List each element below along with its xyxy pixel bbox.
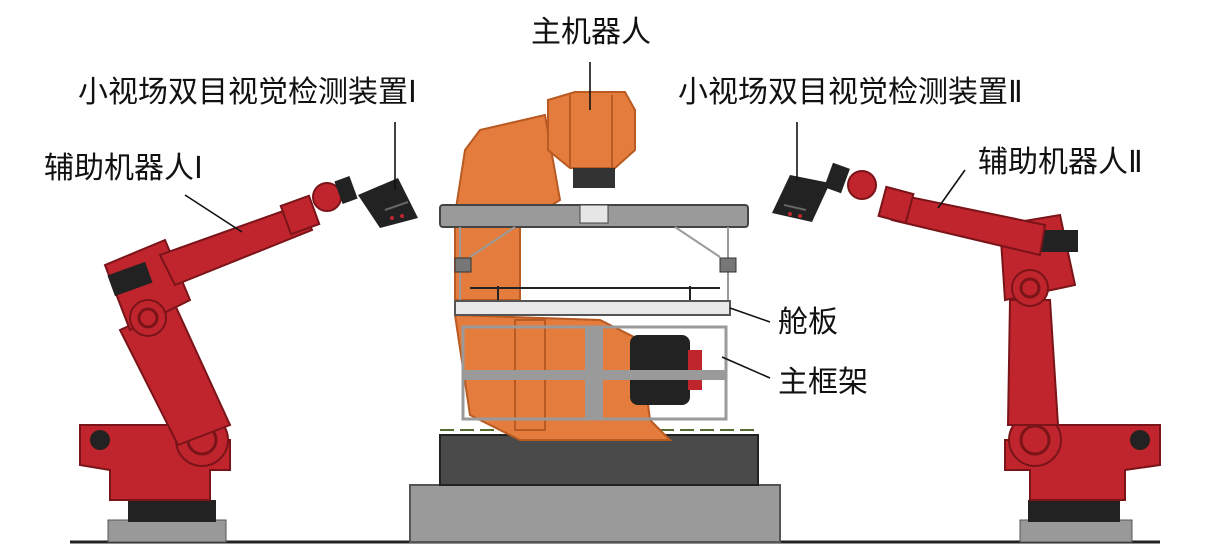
aux-robot-right-joint-2 bbox=[1011, 269, 1049, 307]
aux-robot-right-wrist bbox=[877, 185, 915, 225]
gripper-clamp-left bbox=[454, 257, 472, 273]
gripper-strut bbox=[469, 226, 516, 258]
vision-device-right-body bbox=[772, 175, 830, 222]
main-robot-base bbox=[439, 434, 759, 486]
vision-device-left-body bbox=[358, 178, 418, 228]
vision-device-right-led bbox=[788, 212, 792, 216]
aux-robot-left-flange bbox=[334, 175, 358, 205]
label-main-robot: 主机器人 bbox=[531, 15, 651, 50]
hatch-plate bbox=[454, 300, 731, 316]
aux-robot-right-upper-arm bbox=[890, 193, 1047, 257]
aux-robot-right-pedestal bbox=[1019, 519, 1133, 543]
vision-device-right-led bbox=[798, 214, 802, 218]
aux-robot-right-base-plate bbox=[1028, 500, 1120, 522]
aux-robot-right-flange bbox=[824, 162, 850, 194]
main-robot bbox=[409, 91, 781, 543]
main-robot-pedestal bbox=[409, 484, 781, 543]
label-vision-device-1: 小视场双目视觉检测装置Ⅰ bbox=[78, 75, 417, 110]
main-frame-post bbox=[585, 327, 603, 419]
gripper-plate-mount bbox=[579, 204, 609, 224]
aux-robot-left-joint-2 bbox=[129, 299, 167, 337]
aux-robot-left-base-plate bbox=[128, 500, 216, 522]
aux-robot-right-joint-2-ring bbox=[1019, 277, 1041, 299]
leader-hatch-plate bbox=[729, 307, 771, 323]
aux-robot-right bbox=[824, 162, 1161, 543]
vision-device-right bbox=[772, 175, 830, 222]
aux-robot-right-motor bbox=[1040, 230, 1078, 252]
aux-robot-left-bolt bbox=[90, 430, 110, 450]
vision-device-left-led bbox=[390, 216, 394, 220]
main-robot-head bbox=[547, 91, 636, 169]
label-hatch-plate: 舱板 bbox=[778, 305, 838, 340]
label-main-frame: 主框架 bbox=[778, 365, 868, 400]
vision-device-left-led bbox=[400, 214, 404, 218]
aux-robot-left bbox=[79, 175, 358, 543]
leader-aux-robot-2 bbox=[937, 169, 966, 209]
gripper-strut bbox=[674, 226, 721, 258]
aux-robot-right-wrist-joint bbox=[847, 170, 877, 200]
gripper-clamp-right bbox=[719, 257, 737, 273]
main-robot-wrist-flange bbox=[573, 168, 615, 188]
leader-main-frame bbox=[721, 356, 771, 379]
aux-robot-left-pedestal bbox=[107, 519, 227, 543]
aux-robot-left-upper-arm bbox=[158, 203, 314, 287]
aux-robot-left-motor bbox=[107, 261, 153, 297]
label-vision-device-2: 小视场双目视觉检测装置Ⅱ bbox=[678, 75, 1023, 110]
vision-device-right-lens-line bbox=[783, 204, 807, 211]
label-aux-robot-1: 辅助机器人Ⅰ bbox=[44, 151, 203, 186]
aux-robot-left-wrist bbox=[279, 194, 321, 236]
aux-robot-left-joint-2-ring bbox=[137, 307, 159, 329]
label-aux-robot-2: 辅助机器人Ⅱ bbox=[978, 145, 1143, 180]
vision-device-left-lens-line bbox=[384, 201, 409, 211]
aux-robot-right-bolt bbox=[1130, 430, 1150, 450]
vision-device-left bbox=[358, 178, 418, 228]
aux-robot-right-lower-arm bbox=[1006, 299, 1060, 426]
leader-aux-robot-1 bbox=[184, 194, 243, 233]
